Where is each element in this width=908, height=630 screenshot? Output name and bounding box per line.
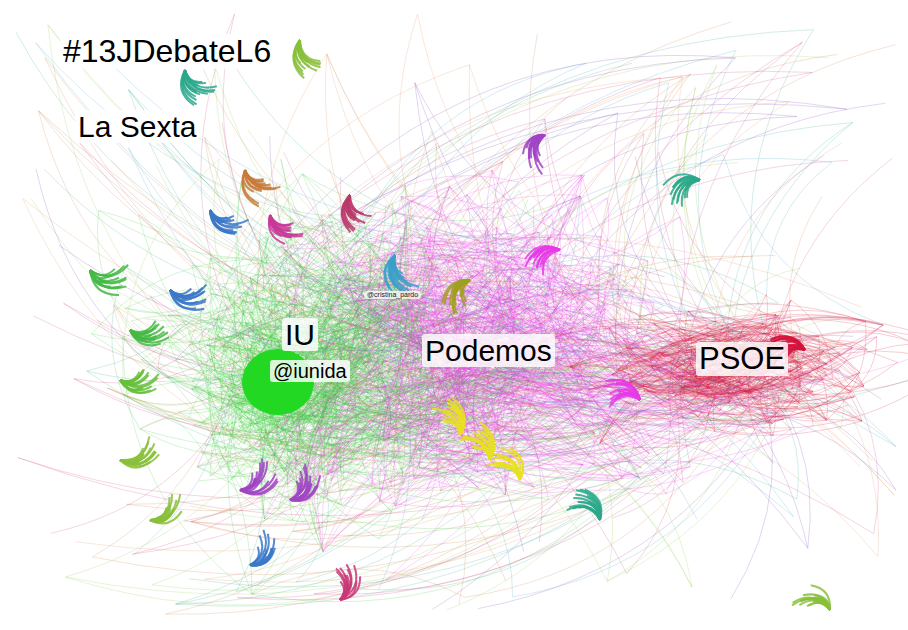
edge-line bbox=[824, 351, 879, 534]
edge-line bbox=[112, 266, 140, 429]
edge-line bbox=[543, 54, 837, 248]
edge-line bbox=[698, 50, 735, 343]
edge-line bbox=[766, 162, 832, 294]
edge-web bbox=[16, 14, 908, 615]
edge-line bbox=[644, 267, 715, 317]
